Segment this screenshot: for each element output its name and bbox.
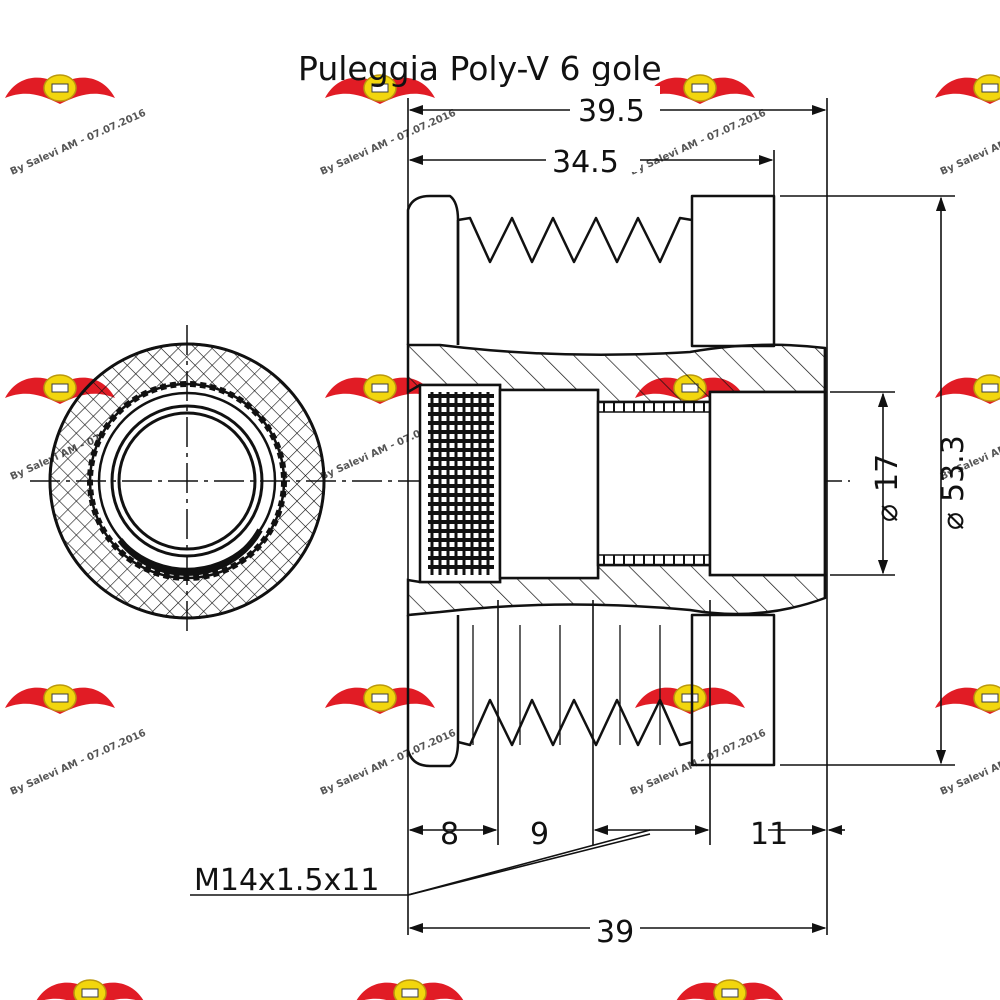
dim-section-9: 9 bbox=[530, 817, 549, 852]
left-flange-top bbox=[406, 194, 460, 345]
thread-callout: M14x1.5x11 bbox=[194, 863, 379, 898]
watermark-text: By Salevi AM - 07.07.2016 bbox=[939, 108, 1000, 178]
drawing-title: Puleggia Poly-V 6 gole bbox=[298, 49, 662, 88]
spline-teeth bbox=[428, 392, 494, 575]
dim-bore-diameter-symbol: ⌀ bbox=[870, 504, 905, 522]
poly-v-grooves-bottom bbox=[457, 698, 693, 747]
watermark-text: By Salevi AM - 07.07.2016 bbox=[939, 728, 1000, 798]
watermark-text: By Salevi AM - 07.07.2016 bbox=[319, 108, 458, 178]
watermark-text: By Salevi AM - 07.07.2016 bbox=[319, 728, 458, 798]
dim-overall-width-top: 39.5 bbox=[578, 94, 645, 129]
dim-outer-diameter: 53.3 bbox=[936, 435, 971, 502]
dim-section-8: 8 bbox=[440, 817, 459, 852]
poly-v-grooves-top bbox=[457, 216, 693, 264]
dim-outer-diameter-symbol: ⌀ bbox=[936, 512, 971, 530]
dimension-texts: 39.5 34.5 ⌀ 53.3 ⌀ 17 8 9 11 M14x1.5x11 … bbox=[194, 86, 971, 950]
dim-overall-width-bottom: 39 bbox=[596, 915, 634, 950]
watermark-text: By Salevi AM - 07.07.2016 bbox=[9, 108, 148, 178]
watermark-text: By Salevi AM - 07.07.2016 bbox=[629, 728, 768, 798]
dim-bore-diameter: 17 bbox=[870, 454, 905, 492]
watermark-text: By Salevi AM - 07.07.2016 bbox=[9, 728, 148, 798]
threaded-bore bbox=[596, 400, 712, 567]
right-hub-top bbox=[690, 194, 776, 348]
end-bore bbox=[708, 390, 827, 577]
left-flange-bottom bbox=[406, 615, 460, 768]
dim-section-11: 11 bbox=[750, 817, 788, 852]
plain-bore bbox=[498, 388, 600, 580]
dim-pulley-width: 34.5 bbox=[552, 145, 619, 180]
internal-thread bbox=[598, 402, 710, 565]
